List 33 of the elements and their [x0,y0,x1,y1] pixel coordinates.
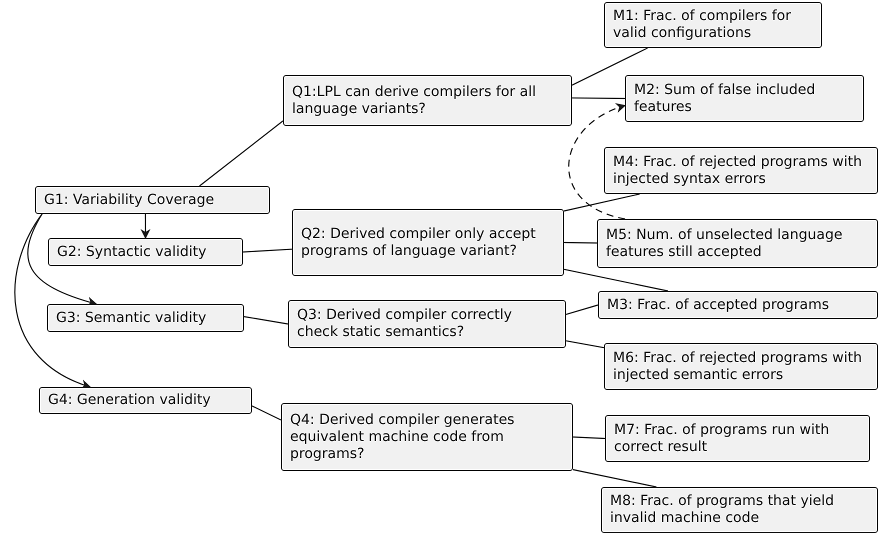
question-box: Q1:LPL can derive compilers for all language variants? [283,75,572,126]
arrow [27,214,98,306]
connector-line [199,120,284,186]
question-box: Q4: Derived compiler generates equivalent machine code from programs? [281,403,573,471]
connector-line [572,47,648,86]
metric-box: M3: Frac. of accepted programs [598,291,878,319]
arrow [14,214,92,388]
connector-line [566,340,604,348]
connector-line [572,436,606,440]
connector-line [566,304,598,315]
metric-box: M6: Frac. of rejected programs with injected semantic errors [604,343,878,390]
connector-line [564,193,640,212]
connector-line [242,248,292,253]
goal-box: G1: Variability Coverage [35,186,270,214]
connector-line [252,405,282,421]
arrow [568,104,626,220]
connector-line [564,268,668,292]
metric-box: M4: Frac. of rejected programs with injected syntax errors [604,147,878,194]
connector-line [572,97,625,100]
question-box: Q2: Derived compiler only accept programs of language variant? [292,209,564,276]
goal-box: G3: Semantic validity [47,304,244,332]
goal-box: G4: Generation validity [39,387,252,414]
metric-box: M7: Frac. of programs run with correct result [605,415,870,462]
question-box: Q3: Derived compiler correctly check static semantics? [288,300,566,348]
connector-line [564,242,597,244]
connector-line [572,469,657,488]
connector-line [244,316,288,325]
goal-box: G2: Syntactic validity [48,238,243,266]
metric-box: M1: Frac. of compilers for valid configurations [604,2,822,48]
metric-box: M2: Sum of false included features [625,75,864,122]
metric-box: M8: Frac. of programs that yield invalid machine code [601,487,878,533]
metric-box: M5: Num. of unselected language features still accepted [597,219,878,268]
arrow [140,214,150,239]
